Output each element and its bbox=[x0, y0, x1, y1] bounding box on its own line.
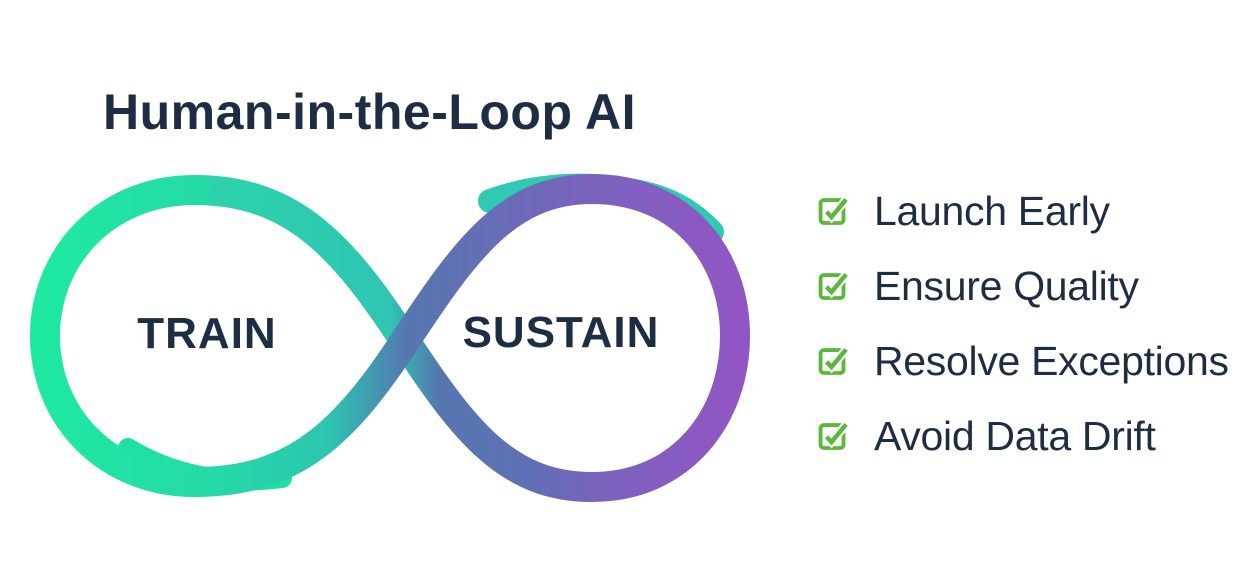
checklist-item-label: Launch Early bbox=[874, 187, 1110, 234]
sustain-loop-label: SUSTAIN bbox=[462, 308, 660, 357]
train-loop-label: TRAIN bbox=[137, 309, 277, 358]
checkbox-checked-icon bbox=[818, 421, 848, 451]
page-title: Human-in-the-Loop AI bbox=[103, 84, 637, 140]
checklist-item: Launch Early bbox=[818, 186, 1229, 236]
infinity-strand-over bbox=[29, 174, 607, 498]
checkbox-checked-icon bbox=[818, 196, 848, 226]
checklist: Launch Early Ensure Quality Resolve Exce… bbox=[818, 186, 1229, 486]
checklist-item-label: Avoid Data Drift bbox=[874, 412, 1156, 459]
checkbox-checked-icon bbox=[818, 346, 848, 376]
checklist-item: Avoid Data Drift bbox=[818, 411, 1229, 461]
checkbox-checked-icon bbox=[818, 271, 848, 301]
infinity-strand-under bbox=[180, 174, 751, 503]
checklist-item: Resolve Exceptions bbox=[818, 336, 1229, 386]
checklist-item-label: Resolve Exceptions bbox=[874, 337, 1229, 384]
checklist-item-label: Ensure Quality bbox=[874, 262, 1139, 309]
checklist-item: Ensure Quality bbox=[818, 261, 1229, 311]
